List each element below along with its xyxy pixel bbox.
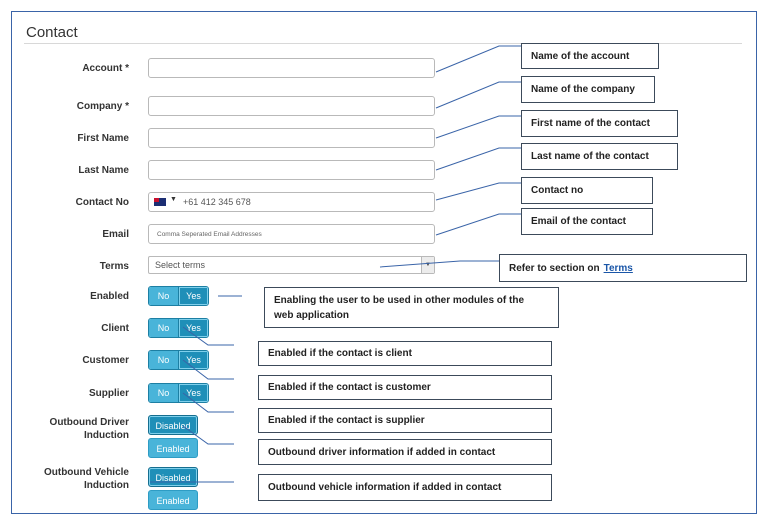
callout-enabled-line2: web application [274,309,350,321]
supplier-label: Supplier [88,388,129,399]
callout-client: Enabled if the contact is client [258,341,552,366]
callout-company: Name of the company [521,76,655,103]
last-name-label: Last Name [78,165,129,176]
driver-disabled-button[interactable]: Disabled [148,415,198,435]
callout-account: Name of the account [521,43,659,69]
caret-down-icon[interactable]: ▼ [421,257,434,273]
vehicle-enabled-button[interactable]: Enabled [148,490,198,510]
enabled-toggle[interactable]: No Yes [148,286,209,306]
client-toggle[interactable]: No Yes [148,318,209,338]
account-input[interactable] [148,58,435,78]
callout-enabled: Enabling the user to be used in other mo… [264,287,559,328]
outbound-vehicle-label: Outbound Vehicle Induction [30,466,129,492]
contact-no-input[interactable]: ▼ +61 412 345 678 [148,192,435,212]
outbound-vehicle-label-line1: Outbound Vehicle [43,467,129,478]
client-label: Client [101,323,129,334]
first-name-input[interactable] [148,128,435,148]
supplier-toggle[interactable]: No Yes [148,383,209,403]
email-label: Email [102,229,129,240]
contact-no-value: +61 412 345 678 [183,197,251,207]
customer-no-option[interactable]: No [149,351,178,369]
company-input[interactable] [148,96,435,116]
outbound-driver-label-line1: Outbound Driver [49,417,129,428]
client-no-option[interactable]: No [149,319,178,337]
screenshot-frame [11,11,757,514]
enabled-label: Enabled [90,291,129,302]
country-caret-icon[interactable]: ▼ [170,196,177,203]
driver-enabled-button[interactable]: Enabled [148,438,198,458]
customer-yes-option[interactable]: Yes [178,351,208,369]
australia-flag-icon[interactable] [154,198,166,206]
email-input[interactable]: Comma Seperated Email Addresses [148,224,435,244]
title-divider [24,43,742,44]
callout-first-name: First name of the contact [521,110,678,137]
callout-customer: Enabled if the contact is customer [258,375,552,400]
account-label: Account * [82,63,129,74]
outbound-driver-label-line2: Induction [84,430,129,441]
vehicle-disabled-button[interactable]: Disabled [148,467,198,487]
supplier-yes-option[interactable]: Yes [178,384,208,402]
callout-vehicle: Outbound vehicle information if added in… [258,474,552,501]
email-placeholder: Comma Seperated Email Addresses [157,231,262,238]
last-name-input[interactable] [148,160,435,180]
callout-contact-no: Contact no [521,177,653,204]
callout-supplier: Enabled if the contact is supplier [258,408,552,433]
outbound-driver-label: Outbound Driver Induction [30,416,129,442]
terms-link[interactable]: Terms [603,262,633,274]
terms-label: Terms [99,261,129,272]
contact-no-label: Contact No [75,197,129,208]
callout-last-name: Last name of the contact [521,143,678,170]
customer-toggle[interactable]: No Yes [148,350,209,370]
terms-select-value: Select terms [155,260,206,270]
callout-enabled-line1: Enabling the user to be used in other mo… [274,294,525,306]
client-yes-option[interactable]: Yes [178,319,208,337]
terms-select[interactable]: Select terms ▼ [148,256,435,274]
enabled-yes-option[interactable]: Yes [178,287,208,305]
page-title: Contact [26,24,78,41]
callout-email: Email of the contact [521,208,653,235]
company-label: Company * [76,101,129,112]
customer-label: Customer [82,355,129,366]
first-name-label: First Name [77,133,129,144]
enabled-no-option[interactable]: No [149,287,178,305]
callout-terms: Refer to section on Terms [499,254,747,282]
supplier-no-option[interactable]: No [149,384,178,402]
callout-terms-text: Refer to section on [509,262,600,274]
callout-driver: Outbound driver information if added in … [258,439,552,465]
outbound-vehicle-label-line2: Induction [84,480,129,491]
